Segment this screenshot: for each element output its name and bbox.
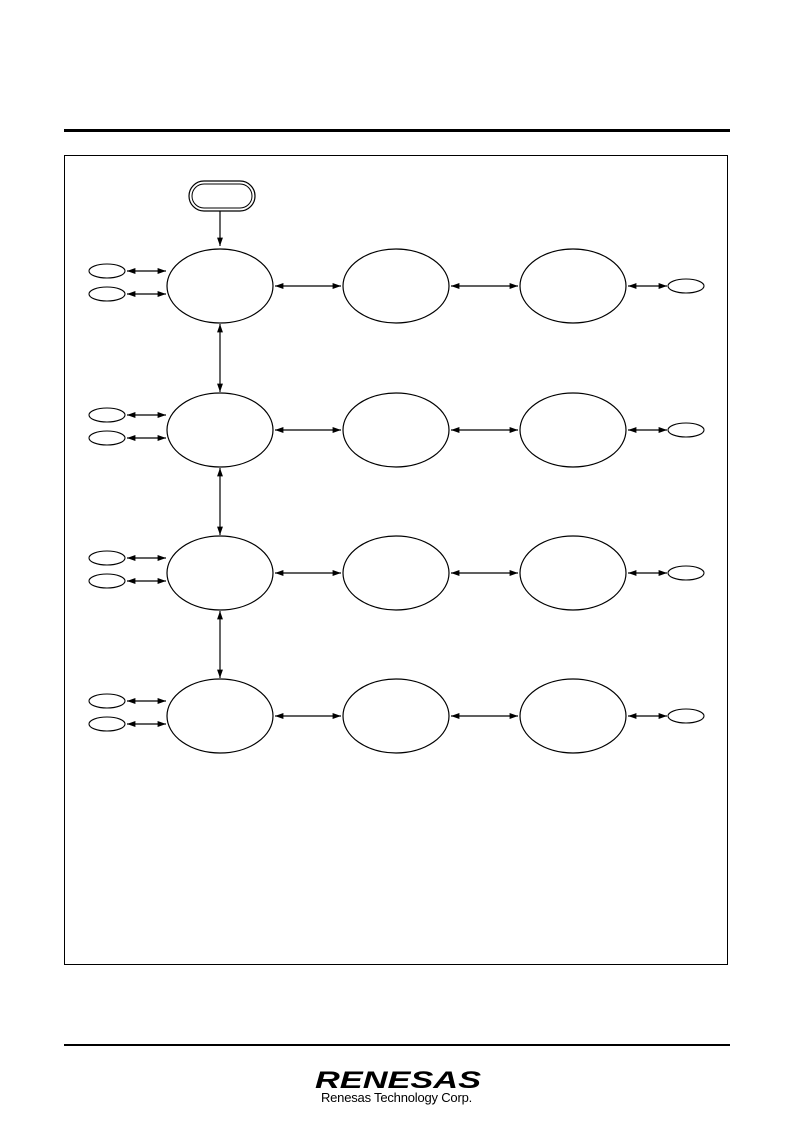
state-node-row4-col3 [519,678,627,754]
state-node-row3-col2 [342,535,450,611]
left-substate-row4-1 [88,693,126,709]
state-node-row1-col2 [342,248,450,324]
start-terminal-node [188,180,256,212]
state-node-row2-col2 [342,392,450,468]
start-terminal-inner [191,183,253,209]
renesas-wordmark: RENESAS [315,1067,481,1094]
header-rule [64,129,730,132]
left-substate-row1-2 [88,286,126,302]
left-substate-row2-1 [88,407,126,423]
state-node-row1-col1 [166,248,274,324]
right-substate-row1 [667,278,705,294]
right-substate-row2 [667,422,705,438]
state-transition-diagram-frame [64,155,728,965]
state-node-row4-col2 [342,678,450,754]
renesas-logo: RENESAS [315,1067,481,1094]
left-substate-row3-1 [88,550,126,566]
state-node-row1-col3 [519,248,627,324]
state-node-row3-col1 [166,535,274,611]
state-node-row2-col1 [166,392,274,468]
left-substate-row4-2 [88,716,126,732]
left-substate-row3-2 [88,573,126,589]
right-substate-row3 [667,565,705,581]
state-node-row4-col1 [166,678,274,754]
footer-rule [64,1044,730,1046]
footer-company-name: Renesas Technology Corp. [320,1090,473,1105]
state-node-row2-col3 [519,392,627,468]
diagram-rows [88,248,705,754]
right-substate-row4 [667,708,705,724]
left-substate-row2-2 [88,430,126,446]
left-substate-row1-1 [88,263,126,279]
state-node-row3-col3 [519,535,627,611]
